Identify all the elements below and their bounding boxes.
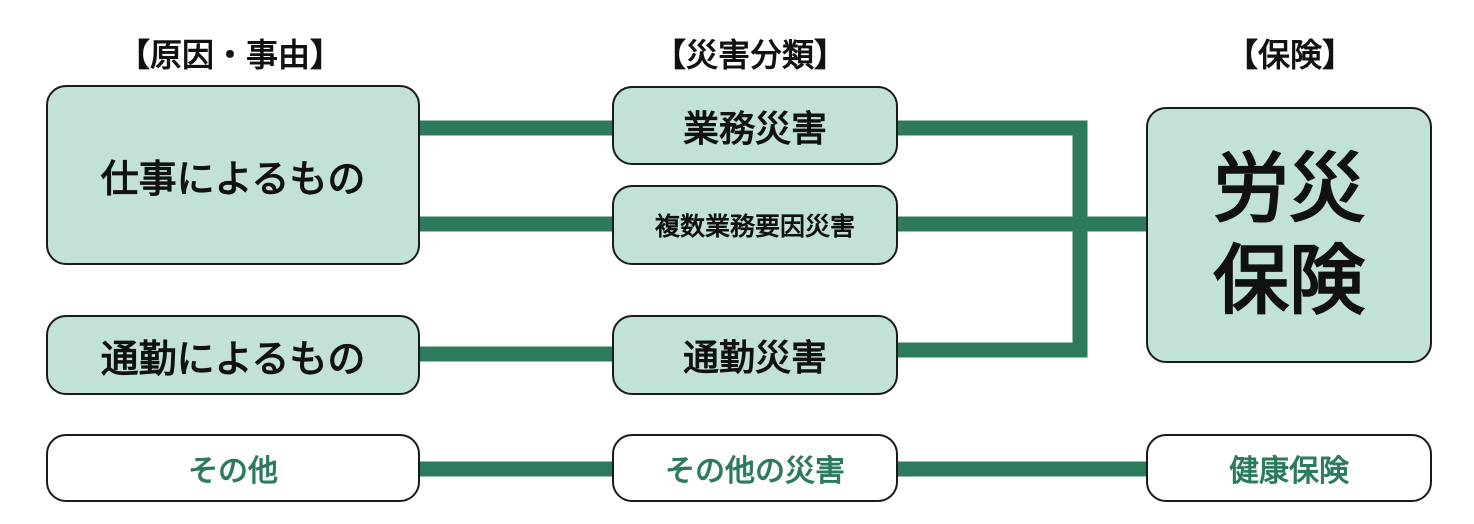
class-occupational-label: 業務災害 <box>682 108 827 150</box>
insurance-workers-comp-line2: 保険 <box>1213 236 1365 325</box>
insurance-workers-comp-box: 労災 保険 <box>1146 107 1432 363</box>
class-commuting-box: 通勤災害 <box>612 315 898 395</box>
cause-commute-label: 通勤によるもの <box>100 336 366 381</box>
cause-other-label: その他 <box>188 454 278 489</box>
cause-other-box: その他 <box>46 434 420 502</box>
class-occupational-box: 業務災害 <box>612 86 898 165</box>
insurance-workers-comp-line1: 労災 <box>1213 144 1365 233</box>
header-classification: 【災害分類】 <box>653 36 846 74</box>
header-insurance: 【保険】 <box>1225 36 1354 74</box>
insurance-health-label: 健康保険 <box>1229 454 1349 489</box>
cause-work-box: 仕事によるもの <box>46 85 420 265</box>
class-other-label: その他の災害 <box>665 454 845 489</box>
class-commuting-label: 通勤災害 <box>682 338 827 379</box>
class-multiple-work-box: 複数業務要因災害 <box>612 185 898 265</box>
cause-commute-box: 通勤によるもの <box>46 315 420 395</box>
insurance-health-box: 健康保険 <box>1146 434 1432 502</box>
class-other-box: その他の災害 <box>612 434 898 502</box>
cause-work-label: 仕事によるもの <box>100 156 366 201</box>
header-cause: 【原因・事由】 <box>117 36 342 74</box>
class-multiple-work-label: 複数業務要因災害 <box>654 212 855 241</box>
